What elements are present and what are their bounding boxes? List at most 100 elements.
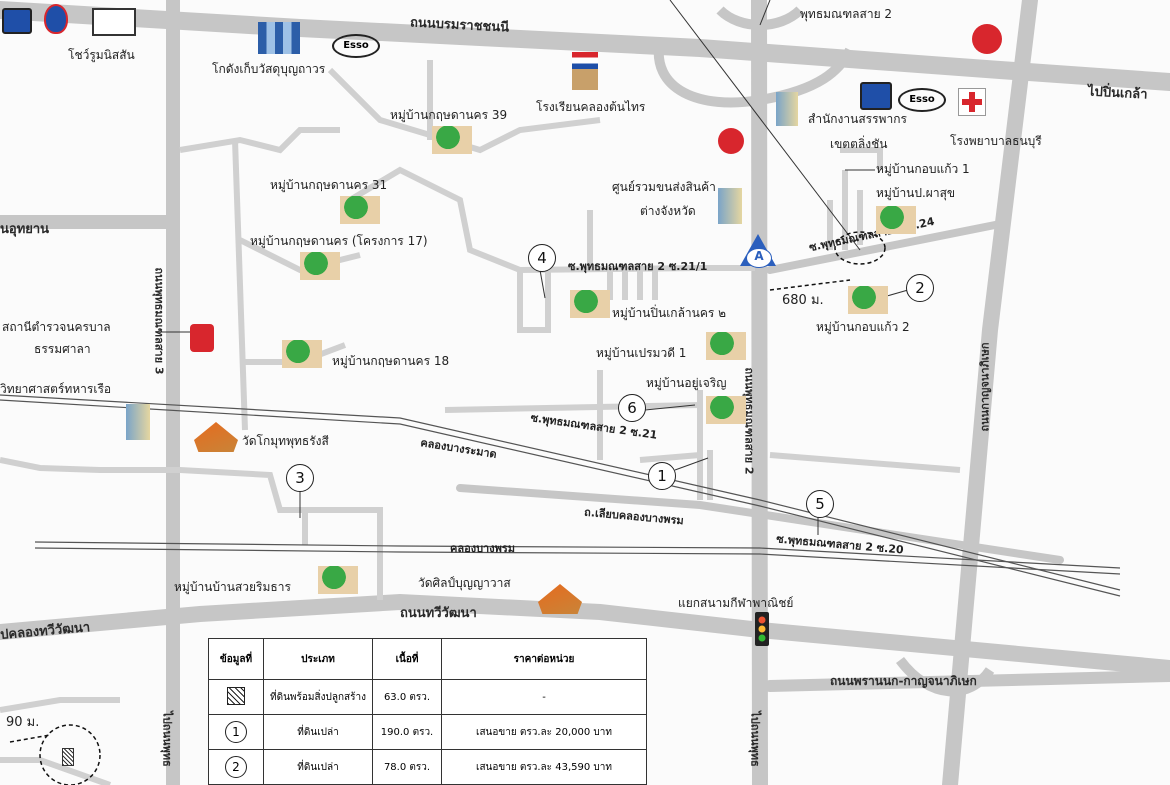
table-row: 2 ที่ดินเปล่า 78.0 ตรว. เสนอขาย ตรว.ละ 4… [208, 749, 647, 785]
table-cell-price: - [441, 679, 647, 715]
table-header-area: เนื้อที่ [372, 638, 442, 680]
village-18-house-icon [282, 340, 322, 368]
transport-center-building-icon [718, 188, 742, 224]
ptt-logo-icon [44, 4, 68, 34]
village-39-house-icon [432, 126, 472, 154]
label-village-17: หมู่บ้านกฤษดานคร (โครงการ 17) [250, 234, 428, 248]
road-liap-khlong [456, 484, 1064, 564]
table-header-type: ประเภท [263, 638, 373, 680]
road-label-phutthamonthon-2-top: พุทธมณฑลสาย 2 [800, 7, 893, 21]
label-village-kobkaew-2: หมู่บ้านกอบแก้ว 2 [816, 320, 910, 334]
road-label-soi-21a: ซ.พุทธมณฑลสาย 2 ซ.21/1 [568, 260, 708, 273]
table-header-price: ราคาต่อหน่วย [441, 638, 647, 680]
road-label-phran-nok: ถนนพรานนก-กาญจนาภิเษก [830, 674, 977, 688]
road-label-to-pinklao: ไปปิ่นเกล้า [1087, 84, 1148, 103]
navy-college-building-icon [126, 404, 150, 440]
label-village-pasuk: หมู่บ้านป.ผาสุข [876, 186, 956, 200]
red-cross-icon [958, 88, 986, 116]
road-thawi-watthana [0, 593, 1170, 676]
distance-680: 680 ม. [782, 293, 824, 308]
table-cell-price: เสนอขาย ตรว.ละ 20,000 บาท [441, 714, 647, 750]
table-cell-area: 78.0 ตรว. [372, 749, 442, 785]
marker-2: 2 [906, 274, 934, 302]
marker-3: 3 [286, 464, 314, 492]
table-cell-price: เสนอขาย ตรว.ละ 43,590 บาท [441, 749, 647, 785]
village-yuchern-house-icon [706, 396, 746, 424]
label-showroom: โชว์รูมนิสสัน [68, 48, 135, 62]
label-wat-kok: วัดโกมุทพุทธรังสี [242, 434, 329, 448]
label-police-2: ธรรมศาลา [34, 342, 91, 356]
village-pasuk-house-icon [876, 206, 916, 234]
marker-5: 5 [806, 490, 834, 518]
marker-1: 1 [648, 462, 676, 490]
warehouse-building-icon [258, 22, 300, 54]
label-tax-office-2: เขตตลิ่งชัน [830, 137, 888, 151]
table-row: ที่ดินพร้อมสิ่งปลูกสร้าง 63.0 ตรว. - [208, 679, 647, 715]
village-31-house-icon [340, 196, 380, 224]
table-cell-type: ที่ดินเปล่า [263, 714, 373, 750]
showroom-icon [92, 8, 136, 36]
road-label-uthayan: นอุทยาน [0, 222, 50, 237]
village-kobkaew-2-house-icon [848, 286, 888, 314]
label-intersection: แยกสนามกีฬาพาณิชย์ [678, 596, 794, 610]
road-label-thawi-watthana: ถนนทวีวัฒนา [400, 606, 477, 621]
table-cell-area: 190.0 ตรว. [372, 714, 442, 750]
distance-90: 90 ม. [6, 715, 40, 730]
label-hospital: โรงพยาบาลธนบุรี [950, 134, 1042, 148]
hatch-legend-icon [227, 686, 245, 705]
label-warehouse: โกดังเก็บวัสดุบุญถาวร [212, 62, 326, 76]
road-phutthamonthon-2 [751, 0, 768, 785]
label-navy-college: วิทยาศาสตร์ทหารเรือ [0, 382, 112, 396]
subject-marker-a: A [746, 248, 772, 268]
marker-6: 6 [618, 394, 646, 422]
shell-logo-icon [2, 8, 32, 34]
label-school: โรงเรียนคลองต้นไทร [536, 100, 646, 114]
table-header-no: ข้อมูลที่ [208, 638, 264, 680]
label-wat-sin: วัดศิลป์บุญญาวาส [418, 576, 511, 590]
esso-logo-icon: Esso [332, 34, 380, 58]
table-cell-no: 2 [225, 756, 247, 778]
label-village-yuchern: หมู่บ้านอยู่เจริญ [646, 376, 727, 390]
village-pinklao-house-icon [570, 290, 610, 318]
caltex-logo-icon-2 [718, 128, 744, 154]
village-prem-house-icon [706, 332, 746, 360]
label-police: สถานีตำรวจนครบาล [2, 320, 111, 334]
label-village-pinklao: หมู่บ้านปิ่นเกล้านคร ๒ [612, 306, 727, 320]
table-cell-type: ที่ดินพร้อมสิ่งปลูกสร้าง [263, 679, 373, 715]
tax-office-building-icon [776, 92, 798, 126]
table-cell-type: ที่ดินเปล่า [263, 749, 373, 785]
label-transport-center-2: ต่างจังหวัด [640, 204, 696, 218]
label-village-suan: หมู่บ้านบ้านสวยริมธาร [174, 580, 291, 594]
road-label-to-left-bottom: ไปถนนพุทธ [160, 711, 174, 767]
label-transport-center: ศูนย์รวมขนส่งสินค้า [612, 180, 716, 194]
esso-logo-icon-2: Esso [898, 88, 946, 112]
land-info-table: ข้อมูลที่ ประเภท เนื้อที่ ราคาต่อหน่วย ท… [208, 638, 647, 785]
police-station-icon [190, 324, 214, 352]
road-label-phutthamonthon-3: ถนนพุทธมณฑลสาย 3 [152, 267, 166, 375]
table-cell-no: 1 [225, 721, 247, 743]
table-header-row: ข้อมูลที่ ประเภท เนื้อที่ ราคาต่อหน่วย [208, 638, 647, 680]
canal-label-bang-phrom: คลองบางพรม [450, 542, 516, 555]
road-phran-nok [764, 670, 1170, 692]
road-label-to-right-bottom: ไปถนนพุทธ [748, 711, 762, 767]
table-cell-area: 63.0 ตรว. [372, 679, 442, 715]
subject-plot-icon [62, 748, 74, 766]
label-village-prem: หมู่บ้านเปรมวดี 1 [596, 346, 687, 360]
road-label-kanchanaphisek: ถนนกาญจนาภิเษก [978, 342, 992, 432]
label-village-18: หมู่บ้านกฤษดานคร 18 [332, 354, 450, 368]
label-tax-office: สำนักงานสรรพากร [808, 112, 907, 126]
table-row: 1 ที่ดินเปล่า 190.0 ตรว. เสนอขาย ตรว.ละ … [208, 714, 647, 750]
village-17-house-icon [300, 252, 340, 280]
road-borommaratchachonnani [0, 1, 1170, 91]
village-suan-house-icon [318, 566, 358, 594]
label-village-31: หมู่บ้านกฤษดานคร 31 [270, 178, 388, 192]
caltex-logo-icon [972, 24, 1002, 54]
label-village-39: หมู่บ้านกฤษดานคร 39 [390, 108, 508, 122]
road-kanchanaphisek [942, 0, 1038, 785]
shell-logo-icon-2 [860, 82, 892, 110]
marker-4: 4 [528, 244, 556, 272]
school-building-icon [572, 52, 598, 90]
label-village-kobkaew-1: หมู่บ้านกอบแก้ว 1 [876, 162, 970, 176]
